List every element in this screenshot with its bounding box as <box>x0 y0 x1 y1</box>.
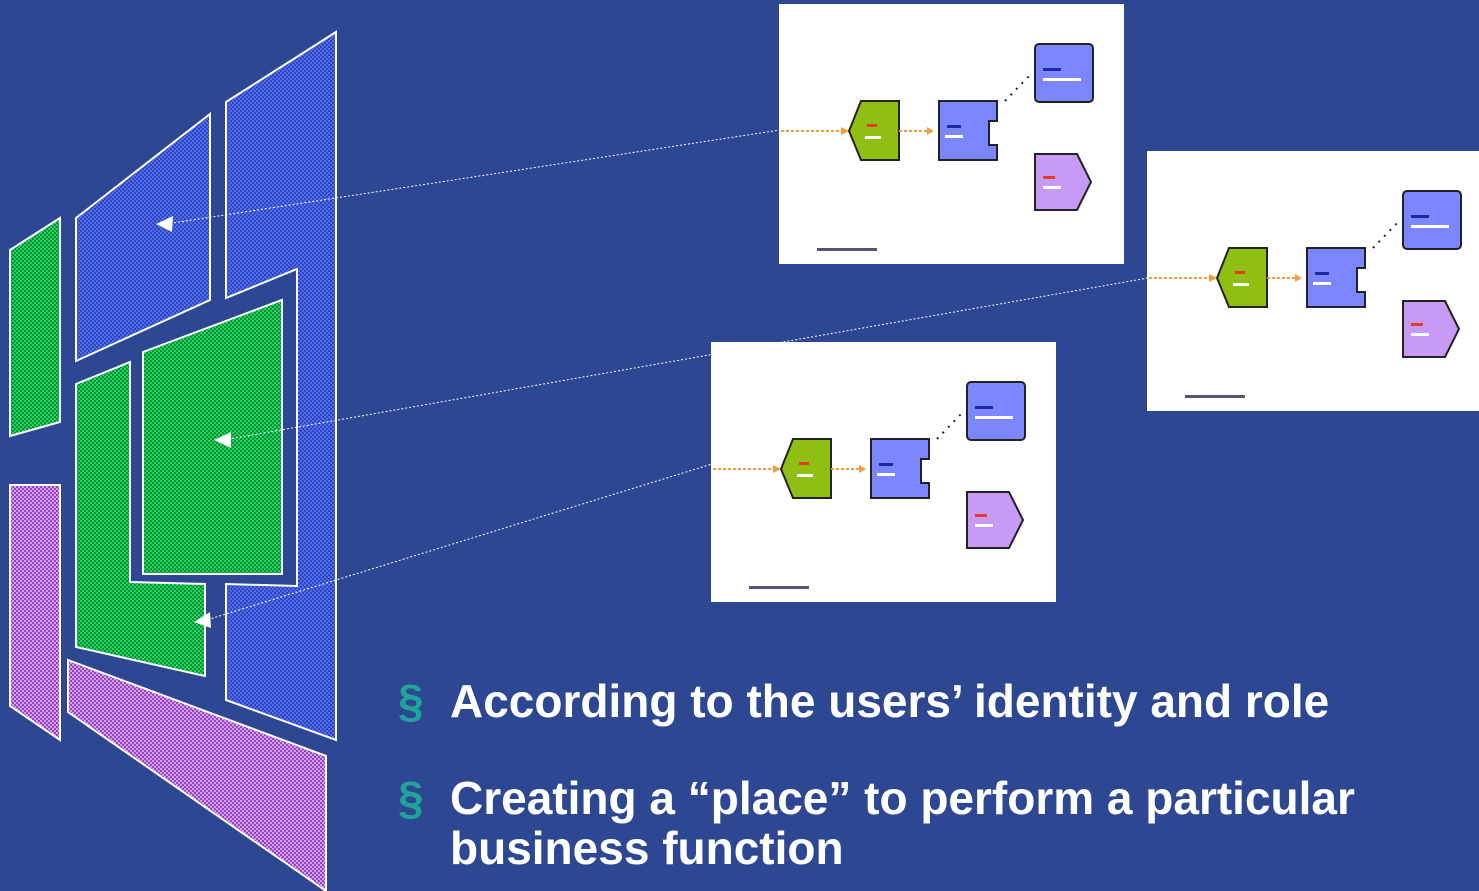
connector-top <box>165 129 781 225</box>
panel-blue-tall <box>225 30 337 742</box>
panel-purple-bottom <box>67 658 327 891</box>
panel-purple-left <box>9 484 61 742</box>
panel-green-large <box>142 298 283 575</box>
portal-panels <box>9 30 337 891</box>
bullet-marker: § <box>398 675 424 727</box>
arrowhead-top <box>156 216 173 232</box>
arrowhead-middle <box>214 432 231 448</box>
connectors <box>165 129 1149 623</box>
thumbnail-1 <box>778 3 1125 265</box>
bullet-list: § According to the users’ identity and r… <box>398 676 1473 873</box>
bullet-text: According to the users’ identity and rol… <box>450 675 1330 727</box>
panel-green-small <box>9 216 61 438</box>
bullet-item: § According to the users’ identity and r… <box>398 676 1473 726</box>
panel-green-l <box>75 360 206 678</box>
connector-arrowheads <box>156 216 231 628</box>
bullet-text: Creating a “place” to perform a particul… <box>450 772 1355 874</box>
bullet-marker: § <box>398 772 424 824</box>
arrowhead-bottom <box>194 612 211 628</box>
thumbnail-3 <box>710 341 1057 603</box>
bullet-item: § Creating a “place” to perform a partic… <box>398 773 1473 873</box>
thumbnail-2 <box>1146 150 1479 412</box>
connector-bottom <box>199 463 713 623</box>
connector-middle <box>223 277 1149 441</box>
panel-blue-top <box>75 111 211 363</box>
